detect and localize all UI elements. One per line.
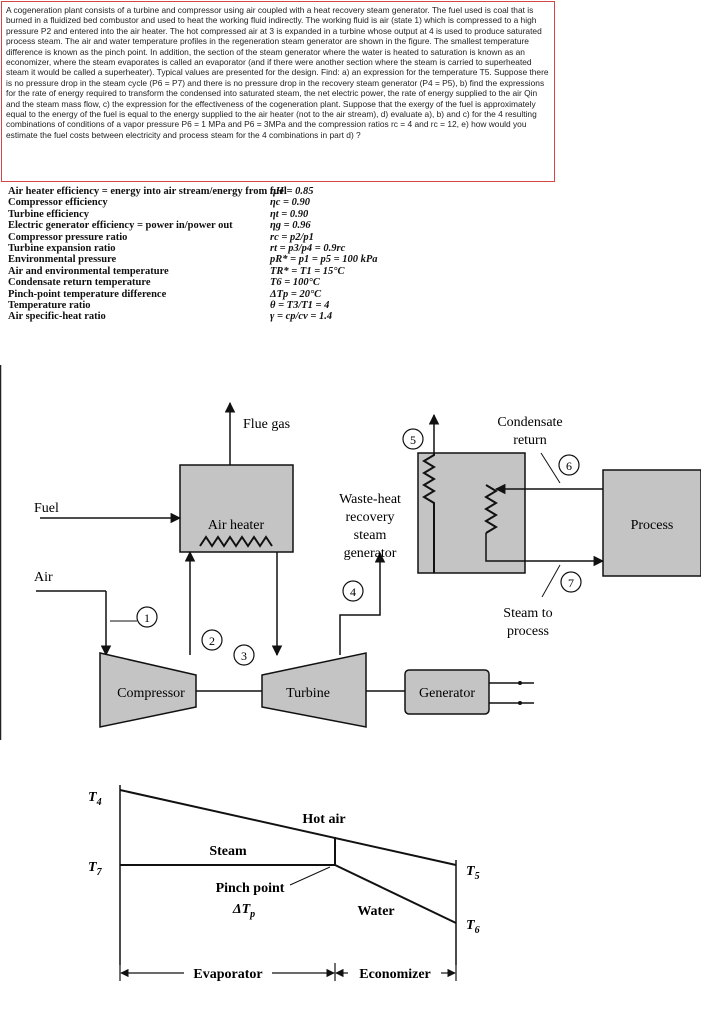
- water-label: Water: [357, 904, 394, 919]
- param-label: Condensate return temperature: [8, 277, 151, 289]
- temperature-profile-diagram: T4 T7 T5 T6 Hot air Steam Pinch point ΔT…: [88, 785, 480, 982]
- compressor-body: [99, 652, 197, 728]
- param-row: Air heater efficiency = energy into air …: [8, 186, 428, 197]
- param-label: Compressor efficiency: [8, 197, 108, 209]
- economizer-label: Economizer: [359, 967, 431, 982]
- state-3-label: 3: [241, 649, 247, 663]
- state-4-label: 4: [350, 585, 356, 599]
- terminal-dot-bottom: [518, 701, 522, 705]
- param-value: ηc = 0.90: [270, 197, 311, 209]
- turbine-exhaust-line: [339, 551, 386, 655]
- param-label: Air heater efficiency = energy into air …: [8, 186, 287, 197]
- whrsg-box: [417, 452, 526, 574]
- param-row: Air and environmental temperature TR* = T…: [8, 266, 428, 277]
- state-2-marker: [201, 629, 223, 651]
- param-row: Pinch-point temperature difference ΔTp = …: [8, 289, 428, 300]
- state-2-label: 2: [209, 634, 215, 648]
- state-7-label: 7: [568, 576, 574, 590]
- water-side-coil: [484, 484, 498, 534]
- param-row: Air specific-heat ratio γ = cp/cv = 1.4: [8, 311, 428, 322]
- air-heater-box: [179, 464, 294, 553]
- whrsg-label-1: Waste-heat: [339, 492, 401, 507]
- hot-air-label: Hot air: [302, 812, 345, 827]
- param-label: Electric generator efficiency = power in…: [8, 220, 233, 232]
- param-value: ηg = 0.96: [270, 220, 311, 232]
- condensate-leader: [540, 452, 561, 484]
- whrsg-label-2: recovery: [346, 510, 395, 525]
- whrsg-label-4: generator: [344, 546, 397, 561]
- state-3-marker: [233, 644, 255, 666]
- turbine-body: [261, 652, 367, 728]
- steam-leader: [541, 564, 561, 598]
- state-5-marker: [402, 428, 424, 450]
- generator-body: [404, 669, 490, 715]
- condensate-label-1: Condensate: [497, 415, 562, 430]
- t5-label: T5: [466, 864, 480, 882]
- steam-to-process-line: [485, 533, 605, 567]
- param-label: Turbine expansion ratio: [8, 242, 116, 254]
- design-parameters: Air heater efficiency = energy into air …: [8, 186, 428, 323]
- delta-tp-label: ΔTp: [232, 902, 255, 920]
- heater-coil: [199, 535, 273, 548]
- process-box: [602, 469, 701, 577]
- air-label: Air: [34, 570, 53, 585]
- param-label: Compressor pressure ratio: [8, 231, 128, 243]
- air-heater-label: Air heater: [208, 518, 265, 533]
- param-value: ηt = 0.90: [270, 208, 309, 220]
- terminal-dot-top: [518, 681, 522, 685]
- flue-gas-label: Flue gas: [243, 417, 290, 432]
- state-6-label: 6: [566, 459, 572, 473]
- state-4-marker: [342, 580, 364, 602]
- condensate-label-2: return: [513, 433, 546, 448]
- hot-air-line: [119, 789, 457, 866]
- param-value: θ = T3/T1 = 4: [270, 299, 330, 311]
- state-1-marker: [136, 606, 158, 628]
- param-value: T6 = 100°C: [270, 277, 320, 289]
- param-label: Environmental pressure: [8, 254, 117, 266]
- fuel-label: Fuel: [34, 501, 59, 516]
- state-6-marker: [558, 454, 580, 476]
- param-row: Environmental pressure pR* = p1 = p5 = 10…: [8, 254, 428, 265]
- evaporator-label: Evaporator: [193, 967, 262, 982]
- param-label: Temperature ratio: [8, 299, 91, 311]
- param-value: ΔTp = 20°C: [270, 288, 322, 300]
- param-value: γ = cp/cv = 1.4: [270, 311, 333, 323]
- state-1-label: 1: [144, 611, 150, 625]
- param-value: ηH = 0.85: [270, 186, 314, 197]
- steam-to-label-1: Steam to: [503, 606, 552, 621]
- water-line: [334, 864, 457, 924]
- steam-to-label-2: process: [507, 624, 549, 639]
- gas-side-coil: [422, 453, 436, 573]
- process-label: Process: [631, 518, 674, 533]
- param-value: rc = p2/p1: [270, 231, 314, 243]
- param-row: Compressor pressure ratio rc = p2/p1: [8, 232, 428, 243]
- param-row: Compressor efficiency ηc = 0.90: [8, 197, 428, 208]
- turbine-label: Turbine: [286, 686, 330, 701]
- cogeneration-schematic: Air heater Flue gas Fuel Air 1 2 3 Compr…: [0, 365, 701, 740]
- t6-label: T6: [466, 918, 480, 936]
- whrsg-label-3: steam: [354, 528, 387, 543]
- param-row: Electric generator efficiency = power in…: [8, 220, 428, 231]
- param-label: Turbine efficiency: [8, 208, 89, 220]
- generator-label: Generator: [419, 686, 475, 701]
- param-row: Temperature ratio θ = T3/T1 = 4: [8, 300, 428, 311]
- pinch-point-label: Pinch point: [216, 881, 285, 896]
- compressor-label: Compressor: [117, 686, 185, 701]
- param-label: Air and environmental temperature: [8, 265, 169, 277]
- state-7-marker: [560, 571, 582, 593]
- pinch-leader: [289, 866, 331, 886]
- steam-label: Steam: [209, 844, 247, 859]
- problem-statement: A cogeneration plant consists of a turbi…: [1, 1, 555, 182]
- param-row: Condensate return temperature T6 = 100°C: [8, 277, 428, 288]
- param-value: rt = p3/p4 = 0.9rc: [270, 242, 346, 254]
- param-label: Air specific-heat ratio: [8, 311, 106, 323]
- t4-label: T4: [88, 790, 102, 808]
- param-value: pR* = p1 = p5 = 100 kPa: [270, 254, 378, 266]
- state-5-label: 5: [410, 433, 416, 447]
- param-value: TR* = T1 = 15°C: [270, 265, 345, 277]
- param-label: Pinch-point temperature difference: [8, 288, 167, 300]
- t7-label: T7: [88, 860, 103, 878]
- param-row: Turbine expansion ratio rt = p3/p4 = 0.9r…: [8, 243, 428, 254]
- param-row: Turbine efficiency ηt = 0.90: [8, 209, 428, 220]
